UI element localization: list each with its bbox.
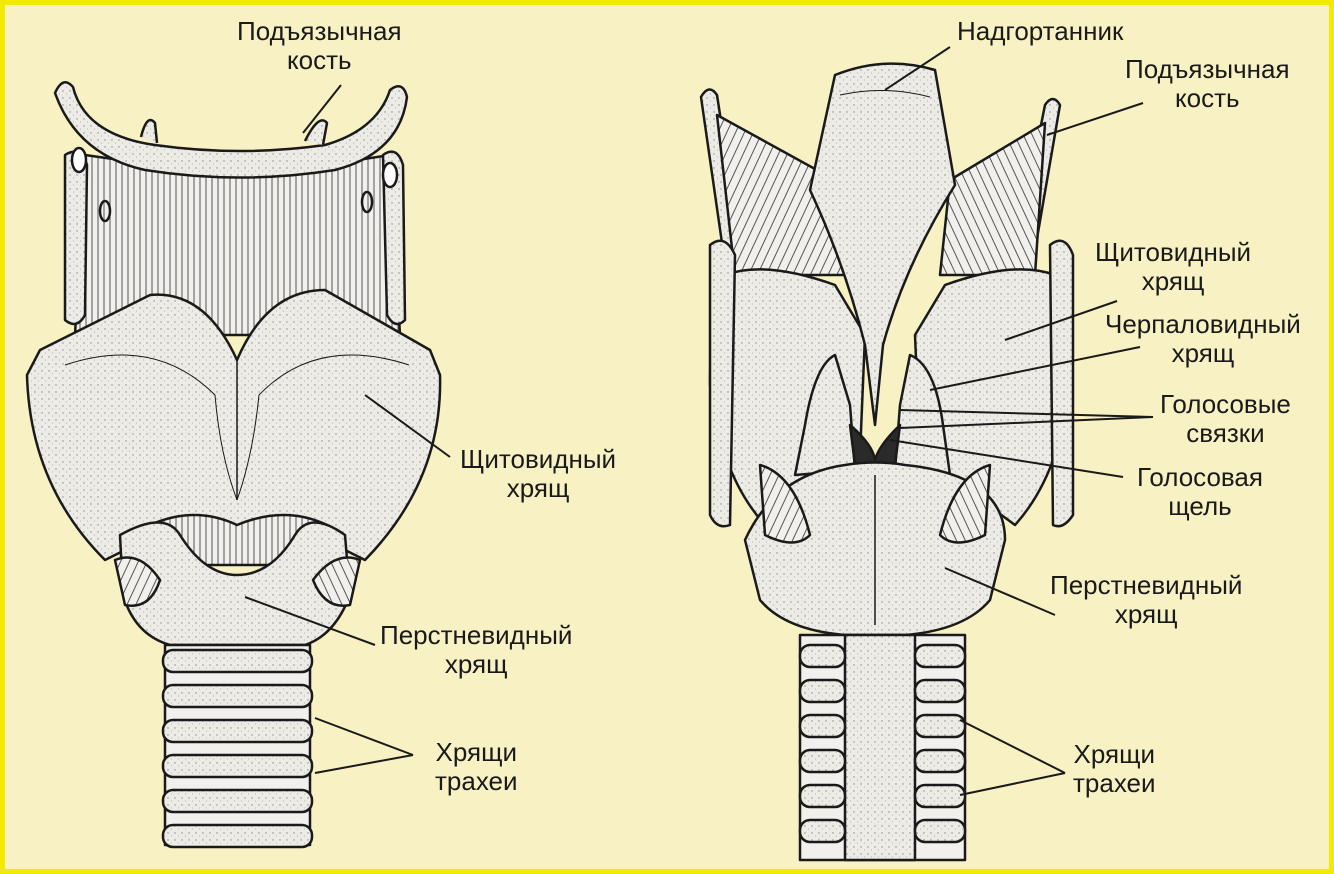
leader-back-tracheal-1 [960, 720, 1065, 773]
leader-front-tracheal-2 [315, 755, 413, 773]
front-left-superior-horn [65, 152, 87, 324]
back-right-membrane [940, 123, 1045, 275]
leader-front-tracheal-1 [315, 718, 413, 755]
label-back-epiglottis: Надгортанник [957, 17, 1123, 46]
front-trachea [163, 645, 312, 847]
back-glottis-gap [850, 425, 900, 465]
front-larynx-view [27, 82, 440, 847]
leader-back-tracheal-2 [960, 773, 1065, 795]
back-trachea [800, 635, 965, 860]
back-larynx-view [701, 64, 1073, 860]
